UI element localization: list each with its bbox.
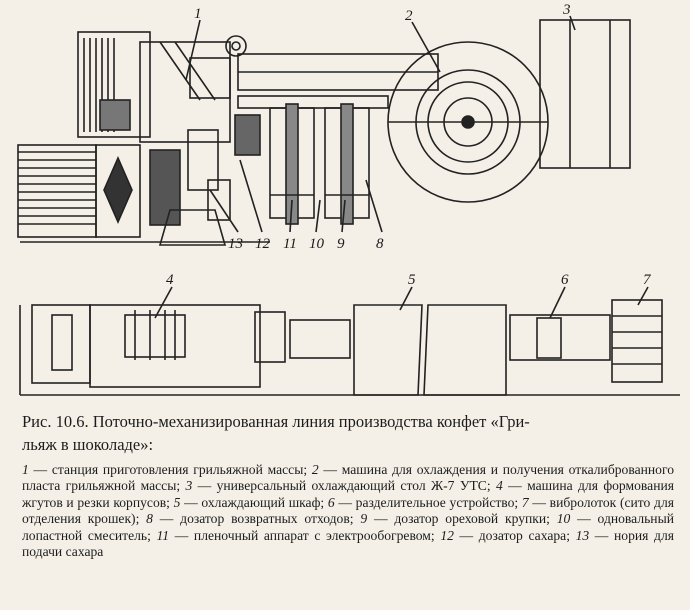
machine-line-drawing: 1 2 3 13 12 11 10 9 8 4 5 6 7 bbox=[17, 2, 680, 396]
callout-9: 9 bbox=[337, 236, 345, 252]
figure-legend: 1 — станция приготовления грильяжной мас… bbox=[22, 462, 674, 560]
callout-5: 5 bbox=[408, 272, 416, 288]
callout-13: 13 bbox=[228, 236, 243, 252]
callout-10: 10 bbox=[309, 236, 325, 252]
caption-line-2: льяж в шоколаде»: bbox=[22, 435, 154, 454]
legend-text: — разделительное устройство; bbox=[334, 494, 522, 510]
callout-2: 2 bbox=[405, 8, 413, 24]
legend-number: 8 bbox=[146, 511, 153, 527]
legend-text: — нория для подачи сахара bbox=[22, 527, 674, 560]
callout-12: 12 bbox=[255, 236, 271, 252]
callout-7: 7 bbox=[643, 272, 652, 288]
legend-number: 11 bbox=[156, 527, 170, 543]
station-frame bbox=[77, 31, 151, 138]
legend-number: 5 bbox=[173, 494, 181, 510]
legend-text: — дозатор сахара; bbox=[453, 527, 576, 543]
callout-6: 6 bbox=[561, 272, 569, 288]
legend-number: 4 bbox=[495, 478, 503, 494]
legend-text: — машина для формования жгутов и резки к… bbox=[22, 478, 674, 510]
legend-number: 6 bbox=[327, 494, 335, 510]
legend-number: 7 bbox=[521, 494, 529, 510]
legend-text: — одновальный лопастной смеситель; bbox=[22, 511, 674, 543]
legend-number: 10 bbox=[556, 511, 571, 527]
figure-caption: Рис. 10.6. Поточно-механизированная лини… bbox=[22, 410, 672, 456]
legend-text: — виброл­оток (сито для отделения крошек… bbox=[22, 494, 674, 527]
legend-number: 1 bbox=[22, 462, 29, 477]
legend-number: 3 bbox=[185, 478, 193, 494]
callout-11: 11 bbox=[283, 236, 297, 252]
legend-text: — универсальный охлаждающий стол Ж-7 УТС… bbox=[192, 478, 496, 494]
callout-1: 1 bbox=[194, 6, 202, 22]
cooling-cabinet bbox=[353, 304, 423, 396]
legend-text: — станция приготовления грильяжной массы… bbox=[28, 462, 312, 477]
legend-number: 12 bbox=[440, 527, 454, 543]
legend-text: — охлаждающий шкаф; bbox=[180, 494, 328, 510]
legend-number: 2 bbox=[311, 462, 319, 477]
legend-number: 13 bbox=[575, 527, 590, 543]
callout-3: 3 bbox=[562, 2, 571, 18]
legend-text: — дозатор ореховой крупки; bbox=[367, 511, 557, 527]
callout-4: 4 bbox=[166, 272, 174, 288]
legend-text: — машина для охлаждения и получения отка… bbox=[22, 462, 674, 494]
legend-text: — дозатор возвратных отходов; bbox=[152, 511, 361, 527]
callout-8: 8 bbox=[376, 236, 384, 252]
legend-text: — пленочный аппарат с электрообогревом; bbox=[169, 527, 441, 543]
legend-number: 9 bbox=[360, 511, 368, 527]
caption-line-1: Рис. 10.6. Поточно-механизированная лини… bbox=[22, 412, 530, 431]
